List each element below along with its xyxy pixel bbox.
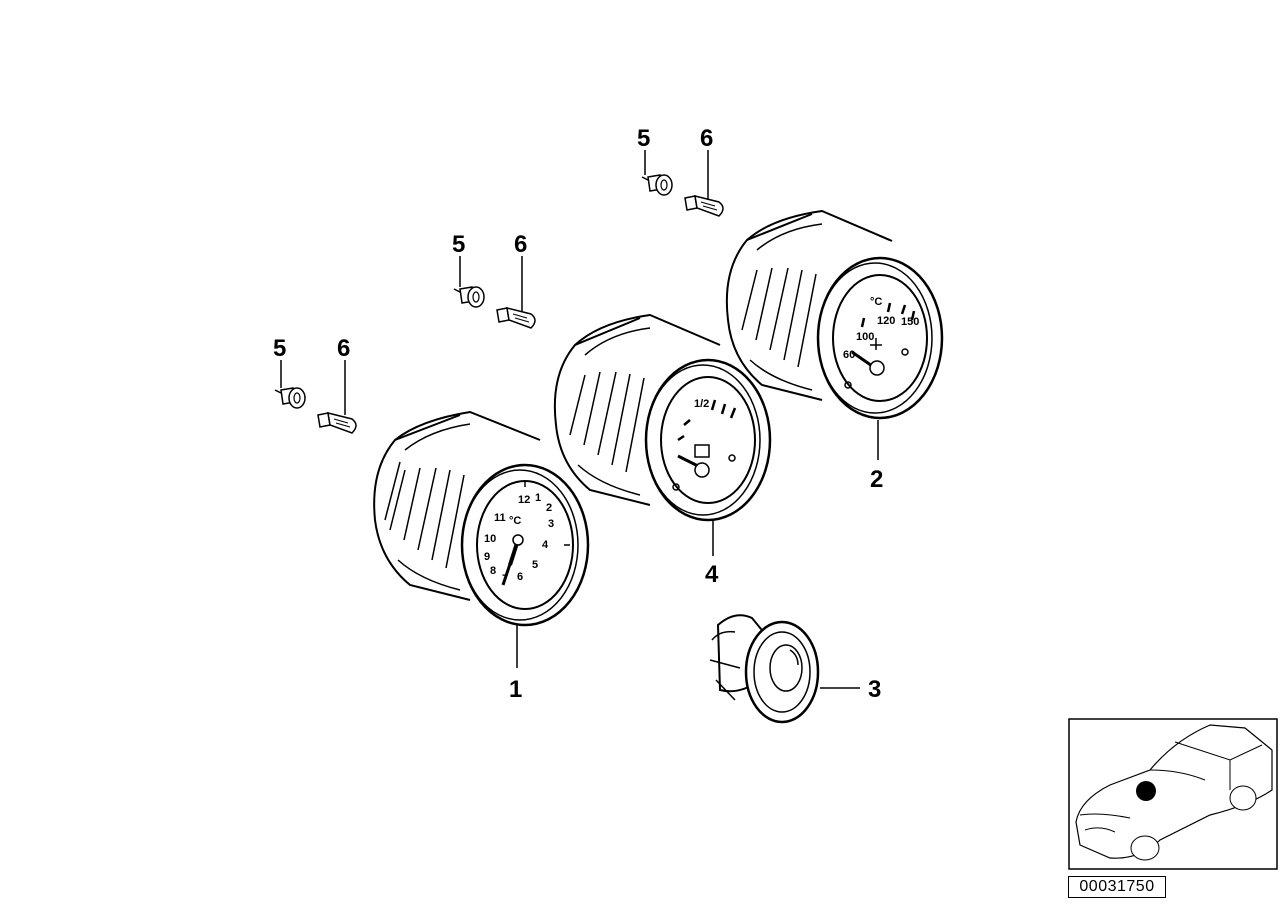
gauge-1-dial-12: 12 bbox=[518, 494, 530, 506]
gauge-2-dial-120: 120 bbox=[877, 315, 895, 327]
callout-5-top: 5 bbox=[637, 125, 650, 152]
gauge-1-dial-4: 4 bbox=[542, 539, 549, 551]
part-3-cover bbox=[709, 614, 820, 724]
callout-5-middle: 5 bbox=[452, 231, 465, 258]
leader-lines bbox=[280, 150, 879, 689]
gauge-2-housing bbox=[725, 209, 893, 401]
gauge-1-dial-10: 10 bbox=[484, 533, 496, 545]
callout-3: 3 bbox=[868, 676, 881, 703]
gauge-1-dial-9: 9 bbox=[484, 551, 490, 563]
callout-2: 2 bbox=[870, 466, 883, 493]
gauge-2-temperature: °C 60 100 120 150 bbox=[725, 209, 944, 420]
diagram-reference-number: 00031750 bbox=[1068, 876, 1166, 898]
bulb-6-bottom bbox=[317, 411, 357, 434]
gauge-1-dial-5: 5 bbox=[532, 559, 538, 571]
bulb-holder-5-top bbox=[641, 174, 673, 196]
bulb-holder-5-bottom bbox=[274, 387, 306, 409]
callout-6-top: 6 bbox=[700, 125, 713, 152]
bulb-holder-5-middle bbox=[453, 286, 485, 308]
callout-5-bottom: 5 bbox=[273, 335, 286, 362]
gauge-1-dial-6: 6 bbox=[517, 571, 523, 583]
gauge-4-half-mark: 1/2 bbox=[694, 398, 709, 410]
gauge-2-dial-150: 150 bbox=[901, 316, 919, 328]
gauge-2-unit: °C bbox=[870, 296, 882, 308]
gauge-2-dial-60: 60 bbox=[843, 349, 855, 361]
gauge-1-dial-3: 3 bbox=[548, 518, 554, 530]
bulb-6-middle bbox=[496, 306, 536, 329]
gauge-1-dial-1: 1 bbox=[535, 492, 541, 504]
callout-4: 4 bbox=[705, 561, 719, 588]
gauge-4-fuel: 1/2 bbox=[553, 313, 772, 522]
gauge-1-dial-2: 2 bbox=[546, 502, 552, 514]
callout-1: 1 bbox=[509, 676, 522, 703]
callout-6-bottom: 6 bbox=[337, 335, 350, 362]
gauge-1-dial-8: 8 bbox=[490, 565, 496, 577]
gauge-1-dial-11: 11 bbox=[494, 512, 506, 524]
bulb-6-top bbox=[684, 194, 724, 217]
gauge-1-housing bbox=[373, 410, 541, 601]
gauge-1-unit: °C bbox=[509, 515, 521, 527]
gauge-2-dial-100: 100 bbox=[856, 331, 874, 343]
gauge-1-clock: 12 1 2 3 4 5 6 7 8 9 10 11 °C bbox=[373, 410, 590, 627]
callout-6-middle: 6 bbox=[514, 231, 527, 258]
gauge-4-housing bbox=[553, 313, 721, 506]
car-location-thumbnail bbox=[1068, 718, 1278, 870]
location-marker-icon bbox=[1136, 781, 1156, 801]
